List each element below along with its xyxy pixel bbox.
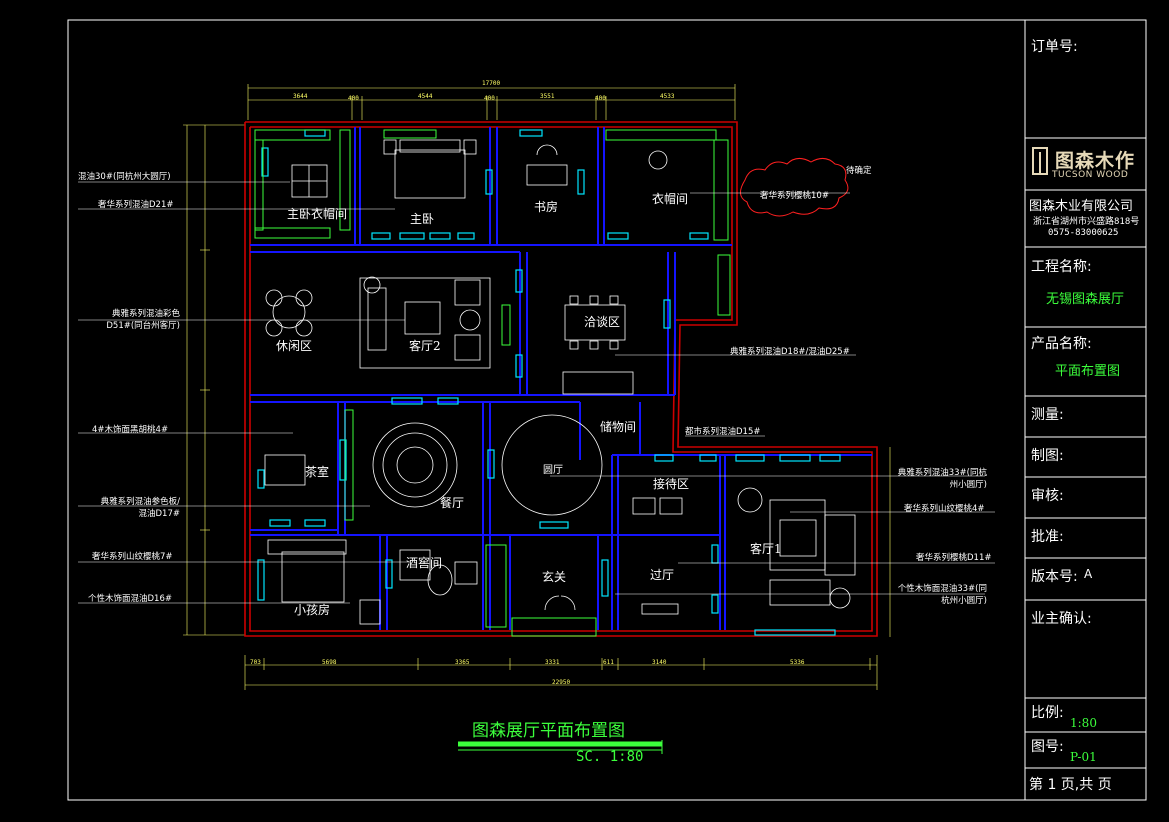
- dim-top-total: 17700: [482, 80, 501, 87]
- version-label: 版本号:: [1031, 569, 1078, 585]
- room-closet: 衣帽间: [652, 192, 689, 206]
- title-block-grid: [1025, 137, 1146, 769]
- revision-cloud: [740, 158, 849, 217]
- version-value: A: [1084, 567, 1093, 581]
- note-right-1: 奢华系列樱桃10#: [760, 191, 829, 201]
- drawing-scale: SC. 1:80: [576, 749, 644, 765]
- room-leisure: 休闲区: [276, 339, 313, 353]
- note-left-3: 典雅系列混油彩色 D51#(同台州客厅): [106, 309, 180, 331]
- company-phone: 0575-83000625: [1048, 228, 1119, 238]
- furniture: [264, 139, 856, 625]
- dim-top-4: 400: [484, 95, 495, 102]
- review-label: 审核:: [1031, 488, 1064, 504]
- dim-top-1: 3644: [293, 93, 308, 100]
- project-value: 无锡图森展厅: [1046, 292, 1125, 307]
- draw-label: 制图:: [1031, 448, 1064, 464]
- dim-top-2: 400: [348, 95, 359, 102]
- note-left-2: 奢华系列混油D21#: [98, 200, 174, 210]
- logo-sub: TUCSON WOOD: [1052, 170, 1129, 180]
- note-left-4: 4#木饰面黑胡桃4#: [92, 425, 169, 435]
- dim-bottom-3: 3365: [455, 659, 470, 666]
- room-storage: 储物间: [600, 420, 637, 434]
- note-right-5: 典雅系列混油33#(同杭 州小圆厅): [897, 468, 987, 490]
- note-right-7: 奢华系列樱桃D11#: [916, 553, 992, 563]
- dimension-lines: [183, 84, 891, 690]
- leader-lines: [78, 181, 995, 604]
- room-study: 书房: [534, 200, 559, 214]
- outer-frame: [67, 19, 1147, 801]
- note-left-6: 奢华系列山纹樱桃7#: [92, 552, 173, 562]
- note-right-8: 个性木饰面混油33#(同 杭州小圆厅): [897, 584, 987, 606]
- note-left-1: 混油30#(同杭州大圆厅): [78, 172, 171, 182]
- room-living1: 客厅1: [750, 542, 782, 556]
- dim-top-3: 4544: [418, 93, 433, 100]
- room-living2: 客厅2: [409, 339, 441, 353]
- approve-label: 批准:: [1031, 529, 1064, 545]
- closet-units: [254, 129, 731, 637]
- room-tea: 茶室: [305, 465, 330, 479]
- room-kids: 小孩房: [294, 603, 331, 617]
- dim-bottom-total: 22950: [552, 679, 571, 686]
- room-dining: 餐厅: [440, 496, 465, 510]
- dim-top-7: 4533: [660, 93, 675, 100]
- note-right-3: 典雅系列混油D18#/混油D25#: [730, 347, 850, 357]
- room-master-closet: 主卧衣帽间: [287, 207, 348, 221]
- company-name: 图森木业有限公司: [1029, 199, 1134, 214]
- dim-bottom-1: 703: [250, 659, 261, 666]
- note-right-2: 待确定: [846, 166, 872, 176]
- room-master-bedroom: 主卧: [410, 212, 435, 226]
- room-reception: 接待区: [653, 477, 690, 491]
- drawing-no-label: 图号:: [1031, 739, 1064, 755]
- dim-top-5: 3551: [540, 93, 555, 100]
- room-round-hall: 圆厅: [543, 465, 563, 476]
- owner-confirm-label: 业主确认:: [1031, 611, 1092, 627]
- product-label: 产品名称:: [1031, 336, 1092, 352]
- survey-label: 测量:: [1031, 407, 1064, 423]
- scale-label: 比例:: [1031, 705, 1064, 721]
- room-negotiation: 洽谈区: [584, 315, 621, 329]
- note-left-5: 典雅系列混油参色板/ 混油D17#: [100, 497, 180, 519]
- note-right-4: 都市系列混油D15#: [685, 427, 761, 437]
- dim-bottom-6: 3140: [652, 659, 667, 666]
- company-address: 浙江省湖州市兴盛路818号: [1033, 217, 1140, 227]
- dim-bottom-2: 5698: [322, 659, 337, 666]
- drawing-no-value: P-01: [1070, 750, 1097, 764]
- product-value: 平面布置图: [1055, 364, 1121, 379]
- note-right-6: 奢华系列山纹樱桃4#: [904, 504, 985, 514]
- room-corridor: 过厅: [650, 568, 675, 582]
- scale-value: 1:80: [1070, 716, 1097, 730]
- order-no-label: 订单号:: [1031, 39, 1078, 55]
- page-count: 第 1 页,共 页: [1029, 777, 1112, 793]
- dim-top-6: 400: [595, 95, 606, 102]
- room-entrance: 玄关: [542, 570, 567, 584]
- project-label: 工程名称:: [1031, 259, 1092, 275]
- note-left-7: 个性木饰面混油D16#: [88, 594, 172, 604]
- dim-bottom-4: 3331: [545, 659, 560, 666]
- logo-brand: 图森木作: [1055, 150, 1136, 172]
- room-wine: 酒窖间: [406, 556, 443, 570]
- dim-bottom-5: 611: [603, 659, 614, 666]
- dim-bottom-7: 5336: [790, 659, 805, 666]
- logo-mark-icon: [1032, 147, 1048, 175]
- cabinet-strips: [257, 129, 841, 636]
- drawing-title: 图森展厅平面布置图: [472, 721, 625, 741]
